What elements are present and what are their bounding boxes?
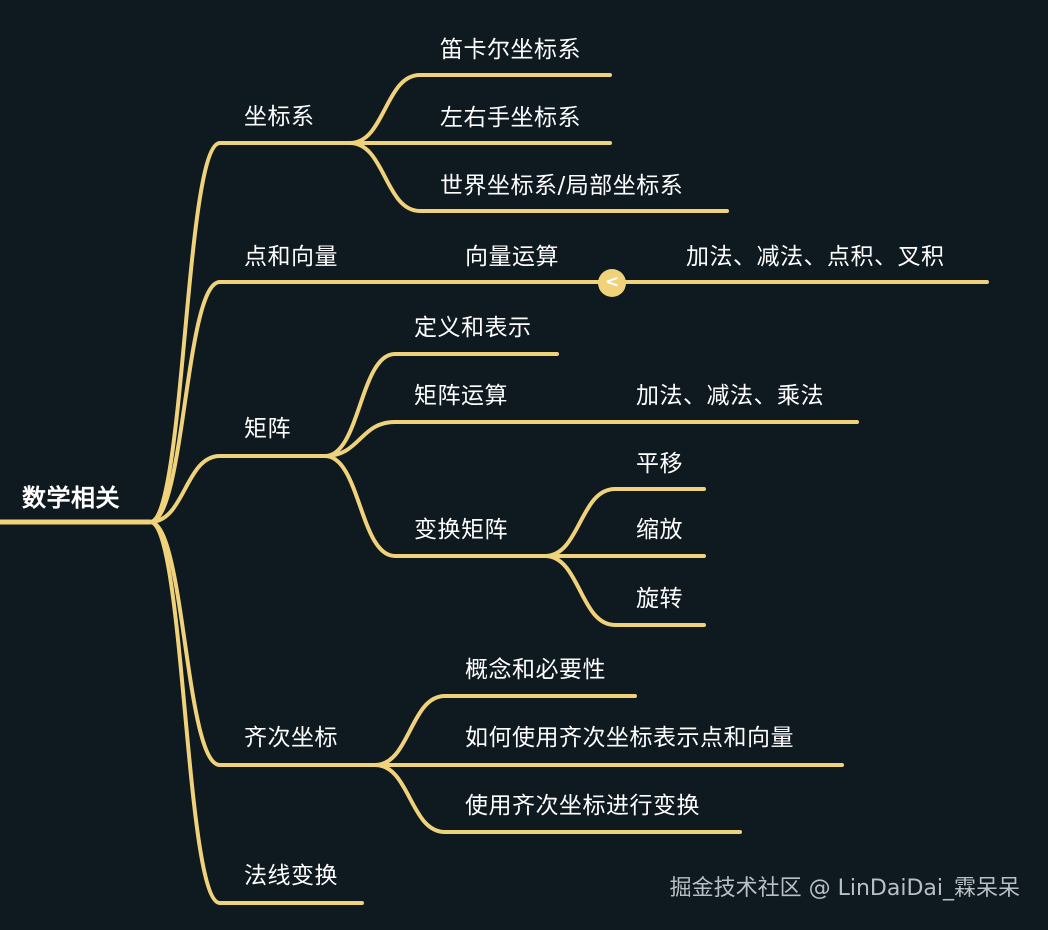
node-coordinate-system[interactable]: 坐标系	[244, 104, 315, 130]
node-matrix[interactable]: 矩阵	[244, 416, 291, 442]
edge-homogeneous-transform	[373, 763, 742, 834]
edge-root-matrix	[148, 454, 327, 524]
node-normal-transform[interactable]: 法线变换	[244, 863, 338, 889]
edge-root-coordinate-system	[148, 141, 352, 524]
watermark-text: 掘金技术社区 @ LinDaiDai_霖呆呆	[669, 876, 1020, 901]
edge-rotate	[543, 554, 706, 627]
chevron-left-icon: <	[604, 271, 620, 292]
node-vector-ops-list[interactable]: 加法、减法、点积、叉积	[686, 244, 945, 270]
node-points-vectors[interactable]: 点和向量	[244, 244, 338, 270]
node-transform-matrix[interactable]: 变换矩阵	[414, 517, 508, 543]
node-matrix-ops-list[interactable]: 加法、减法、乘法	[636, 383, 824, 409]
edge-root-homogeneous	[148, 520, 377, 767]
node-homogeneous-representation[interactable]: 如何使用齐次坐标表示点和向量	[465, 725, 794, 751]
root-node[interactable]: 数学相关	[22, 484, 120, 512]
edge-homogeneous-concept	[373, 694, 637, 767]
edge-root-points-vectors	[148, 280, 352, 524]
edge-matrix-definition	[323, 352, 559, 458]
node-vector-ops[interactable]: 向量运算	[465, 244, 559, 270]
edge-matrix-ops	[323, 420, 602, 458]
node-handedness[interactable]: 左右手坐标系	[440, 105, 581, 131]
collapse-button[interactable]: <	[598, 269, 626, 297]
node-world-local[interactable]: 世界坐标系/局部坐标系	[440, 173, 684, 199]
edge-world-local	[348, 141, 729, 213]
node-homogeneous-concept[interactable]: 概念和必要性	[465, 657, 606, 683]
node-matrix-definition[interactable]: 定义和表示	[414, 315, 532, 341]
edge-cartesian	[348, 73, 612, 145]
node-rotate[interactable]: 旋转	[636, 586, 683, 612]
edge-transform-matrix	[323, 454, 547, 558]
collapse-button-circle	[598, 269, 626, 297]
node-cartesian[interactable]: 笛卡尔坐标系	[440, 37, 581, 63]
node-homogeneous-transform[interactable]: 使用齐次坐标进行变换	[465, 793, 700, 819]
node-matrix-ops[interactable]: 矩阵运算	[414, 383, 508, 409]
edge-root-normal-transform	[148, 520, 364, 905]
edge-translate	[543, 487, 706, 558]
node-scale[interactable]: 缩放	[636, 517, 683, 543]
node-homogeneous[interactable]: 齐次坐标	[244, 725, 338, 751]
node-translate[interactable]: 平移	[636, 451, 683, 477]
